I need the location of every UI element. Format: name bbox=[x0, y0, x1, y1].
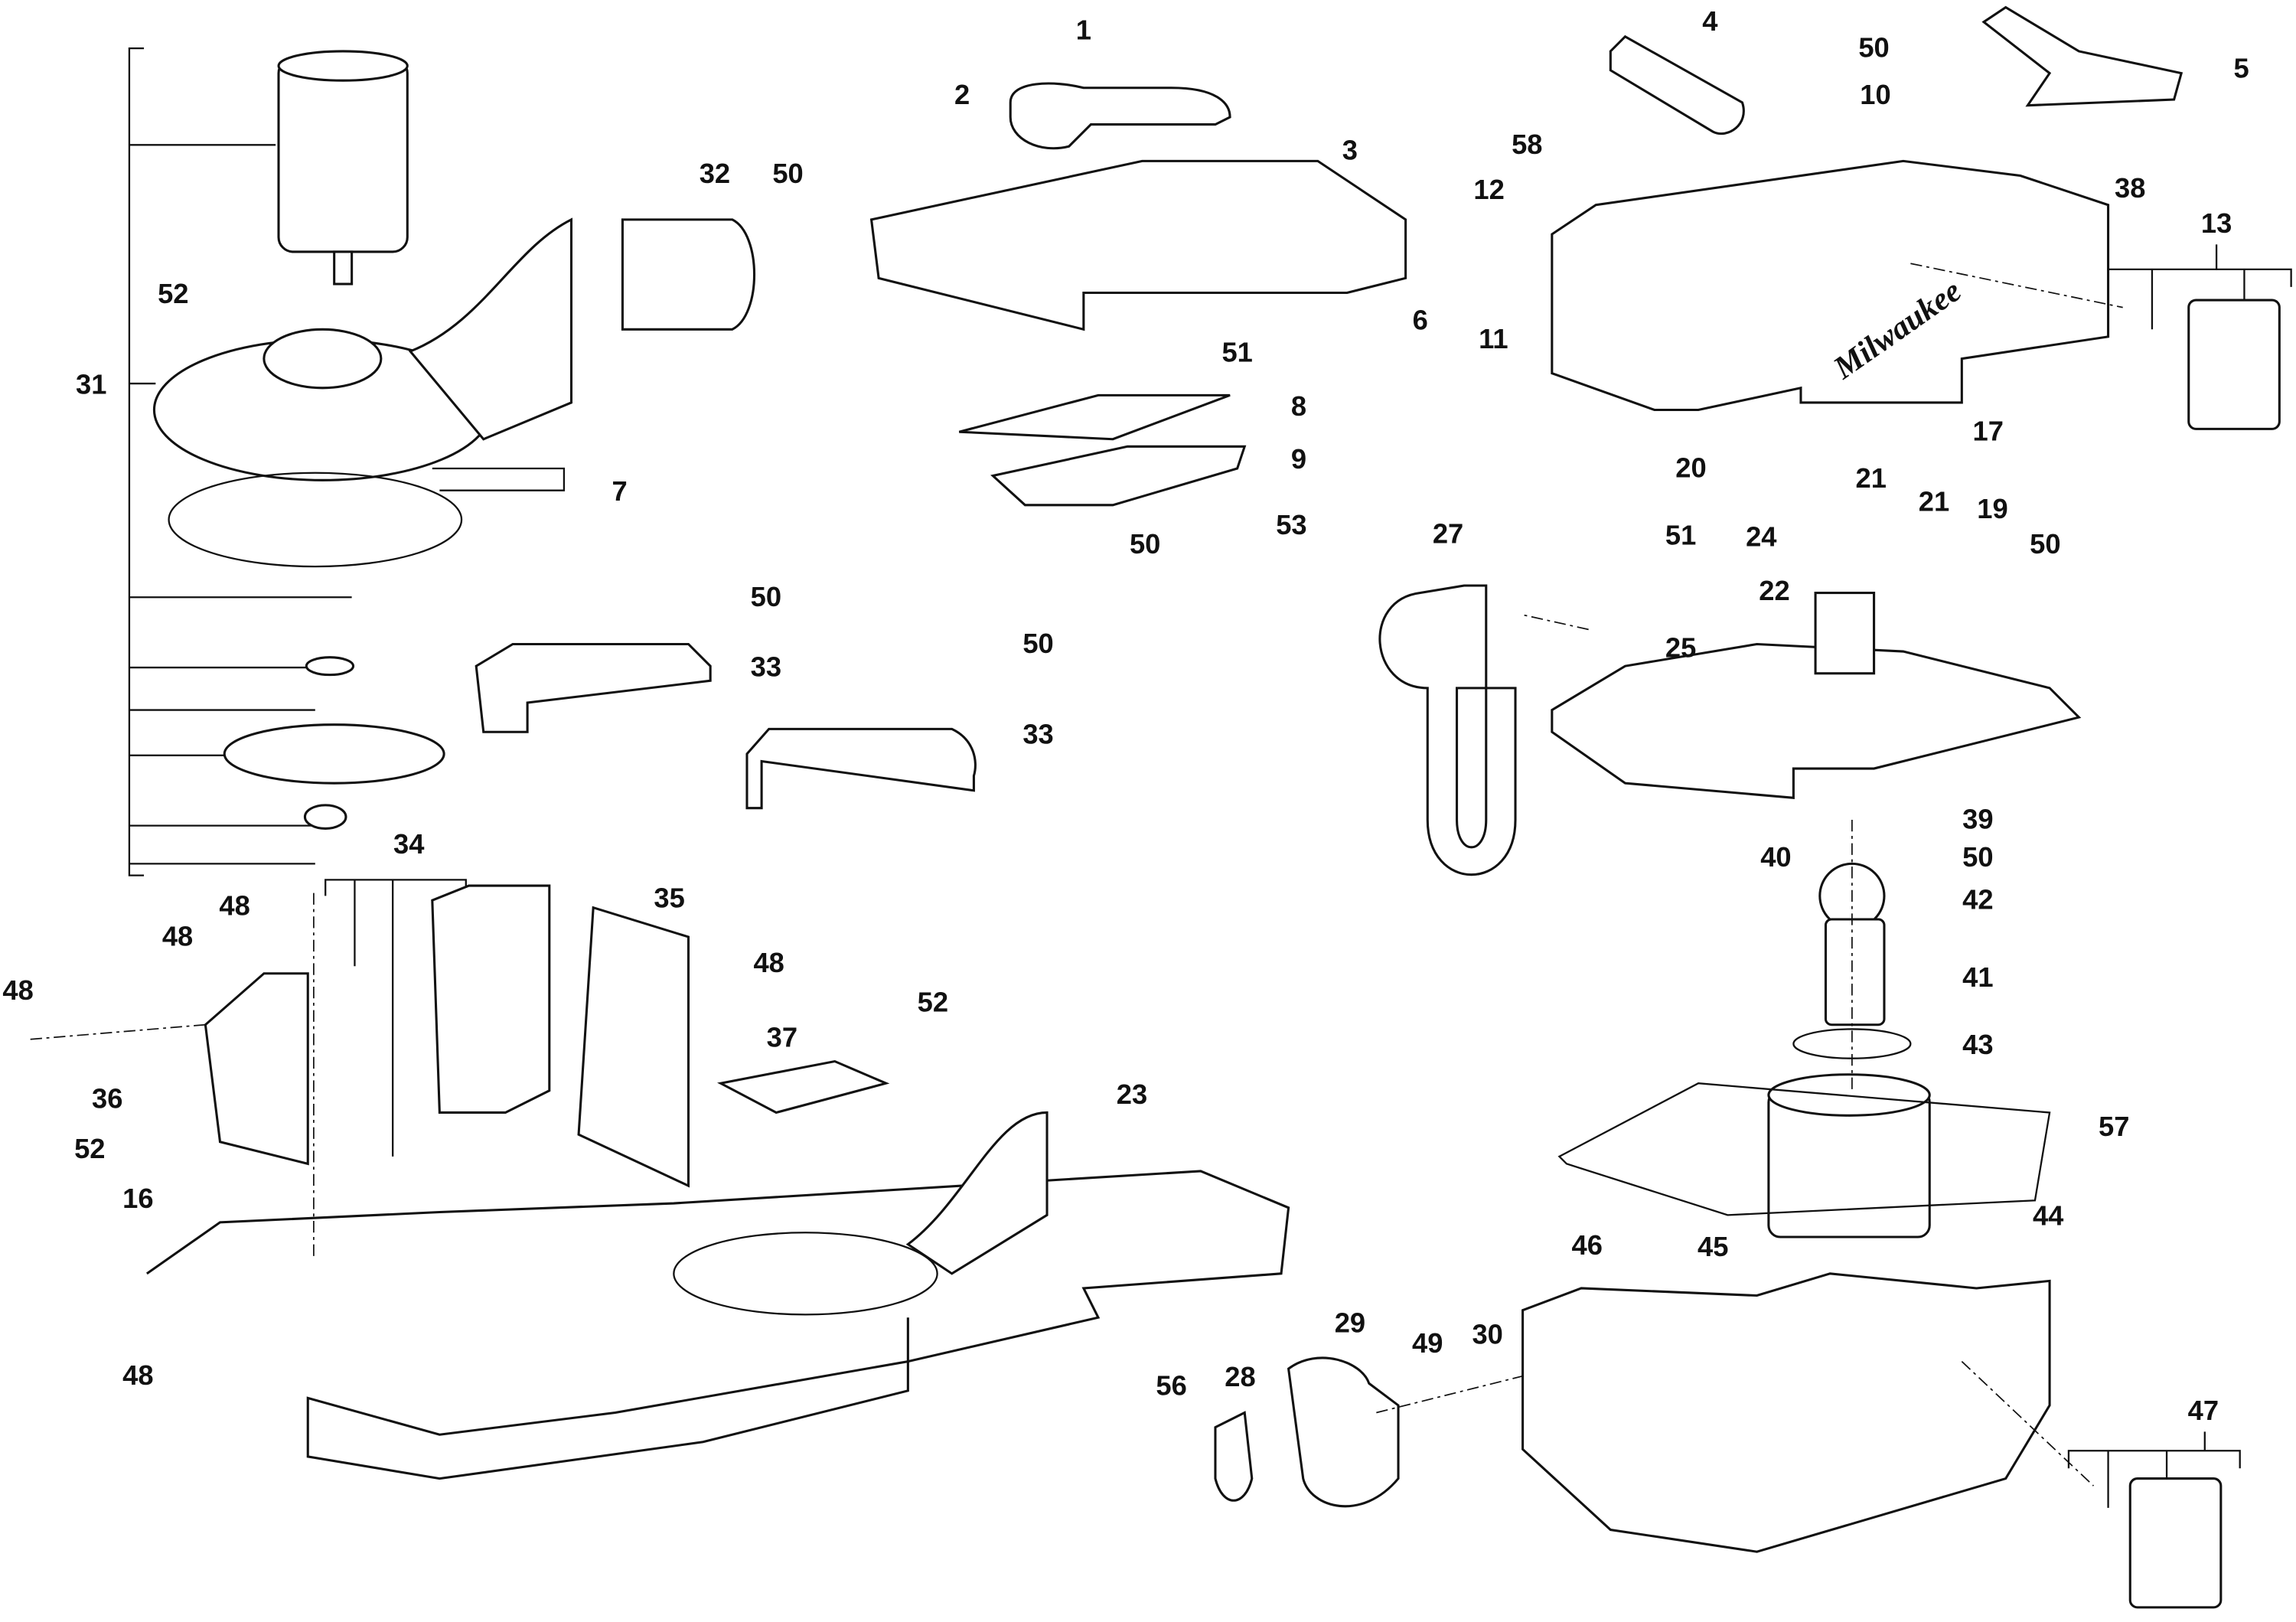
part-label-42: 42 bbox=[1962, 884, 1993, 915]
part-label-50: 50 bbox=[1130, 528, 1160, 560]
part-label-9: 9 bbox=[1291, 443, 1306, 475]
handle-1 bbox=[1009, 82, 1231, 150]
part-label-21: 21 bbox=[1856, 462, 1887, 494]
part-label-35: 35 bbox=[654, 883, 684, 914]
part-label-17: 17 bbox=[1973, 416, 2004, 447]
part-label-11: 11 bbox=[1479, 323, 1508, 354]
part-label-48: 48 bbox=[753, 947, 784, 978]
part-label-30: 30 bbox=[1472, 1319, 1502, 1350]
handle-33 bbox=[475, 642, 977, 810]
part-label-44: 44 bbox=[2033, 1200, 2064, 1232]
part-label-39: 39 bbox=[1962, 803, 1993, 834]
axis-lines bbox=[29, 263, 2123, 1487]
part-label-22: 22 bbox=[1759, 575, 1789, 606]
part-label-10: 10 bbox=[1860, 79, 1890, 110]
part-label-29: 29 bbox=[1335, 1307, 1365, 1338]
part-label-23: 23 bbox=[1117, 1079, 1147, 1110]
part-label-50: 50 bbox=[772, 158, 803, 189]
part-label-2: 2 bbox=[954, 79, 970, 110]
part-label-47: 47 bbox=[2188, 1395, 2219, 1426]
part-label-1: 1 bbox=[1076, 15, 1091, 46]
part-label-48: 48 bbox=[2, 974, 33, 1006]
part-label-56: 56 bbox=[1156, 1370, 1186, 1402]
part-label-50: 50 bbox=[2030, 528, 2060, 560]
part-label-34: 34 bbox=[393, 828, 425, 860]
part-label-27: 27 bbox=[1433, 518, 1463, 550]
bracket-31 bbox=[128, 47, 352, 876]
part-label-46: 46 bbox=[1572, 1229, 1603, 1261]
part-label-31: 31 bbox=[76, 368, 106, 400]
part-label-28: 28 bbox=[1225, 1361, 1255, 1392]
switch-assembly bbox=[204, 884, 890, 1188]
filter-44 bbox=[1557, 1073, 2051, 1239]
part-label-41: 41 bbox=[1962, 961, 1993, 993]
part-label-51: 51 bbox=[1665, 519, 1696, 550]
part-label-52: 52 bbox=[158, 278, 188, 309]
part-label-36: 36 bbox=[92, 1083, 122, 1115]
part-label-20: 20 bbox=[1675, 452, 1706, 483]
part-label-33: 33 bbox=[1022, 719, 1053, 750]
part-label-50: 50 bbox=[1858, 32, 1889, 64]
part-label-45: 45 bbox=[1698, 1231, 1728, 1262]
filter-frames bbox=[958, 393, 1247, 507]
part-label-32: 32 bbox=[700, 158, 730, 189]
lower-tank-46 bbox=[1521, 1272, 2051, 1553]
part-label-16: 16 bbox=[122, 1183, 153, 1214]
impeller bbox=[223, 656, 445, 830]
part-label-52: 52 bbox=[74, 1133, 105, 1164]
part-label-49: 49 bbox=[1412, 1327, 1443, 1359]
part-label-24: 24 bbox=[1746, 521, 1777, 552]
duct-32 bbox=[621, 218, 756, 331]
lower-motor-housing-22 bbox=[1551, 592, 2082, 799]
part-label-33: 33 bbox=[751, 651, 781, 683]
part-label-57: 57 bbox=[2099, 1111, 2129, 1142]
motor bbox=[277, 50, 409, 286]
part-label-8: 8 bbox=[1291, 390, 1306, 422]
part-label-25: 25 bbox=[1665, 632, 1696, 664]
door-13 bbox=[2187, 299, 2281, 430]
part-label-13: 13 bbox=[2201, 207, 2232, 239]
part-label-50: 50 bbox=[751, 581, 781, 612]
part-label-4: 4 bbox=[1702, 5, 1718, 37]
part-label-40: 40 bbox=[1760, 841, 1791, 873]
part-label-48: 48 bbox=[122, 1359, 153, 1391]
top-cover-3 bbox=[869, 159, 1407, 331]
part-label-50: 50 bbox=[1022, 628, 1053, 659]
hose-27 bbox=[1378, 584, 1517, 876]
bracket-13 bbox=[2107, 244, 2292, 337]
part-label-12: 12 bbox=[1473, 174, 1504, 205]
bracket-47 bbox=[2067, 1431, 2241, 1522]
base-23 bbox=[146, 1111, 1290, 1480]
part-label-38: 38 bbox=[2115, 172, 2145, 204]
part-label-48: 48 bbox=[162, 920, 193, 951]
part-label-5: 5 bbox=[2233, 52, 2249, 83]
part-label-51: 51 bbox=[1221, 336, 1252, 367]
part-label-6: 6 bbox=[1413, 304, 1428, 335]
fan-housing bbox=[152, 217, 573, 568]
part-label-48: 48 bbox=[219, 889, 249, 921]
part-label-43: 43 bbox=[1962, 1029, 1993, 1060]
part-label-37: 37 bbox=[767, 1021, 797, 1053]
part-label-19: 19 bbox=[1977, 493, 2007, 524]
part-label-53: 53 bbox=[1276, 509, 1306, 540]
part-label-3: 3 bbox=[1342, 134, 1358, 165]
nozzles bbox=[1609, 5, 2183, 135]
upper-tank-11: Milwaukee bbox=[1551, 159, 2110, 412]
part-label-58: 58 bbox=[1512, 129, 1542, 160]
part-label-52: 52 bbox=[918, 987, 948, 1018]
latch-parts bbox=[1214, 1356, 2223, 1609]
part-label-21: 21 bbox=[1919, 485, 1949, 517]
part-label-50: 50 bbox=[1962, 841, 1993, 873]
part-label-7: 7 bbox=[612, 475, 627, 507]
